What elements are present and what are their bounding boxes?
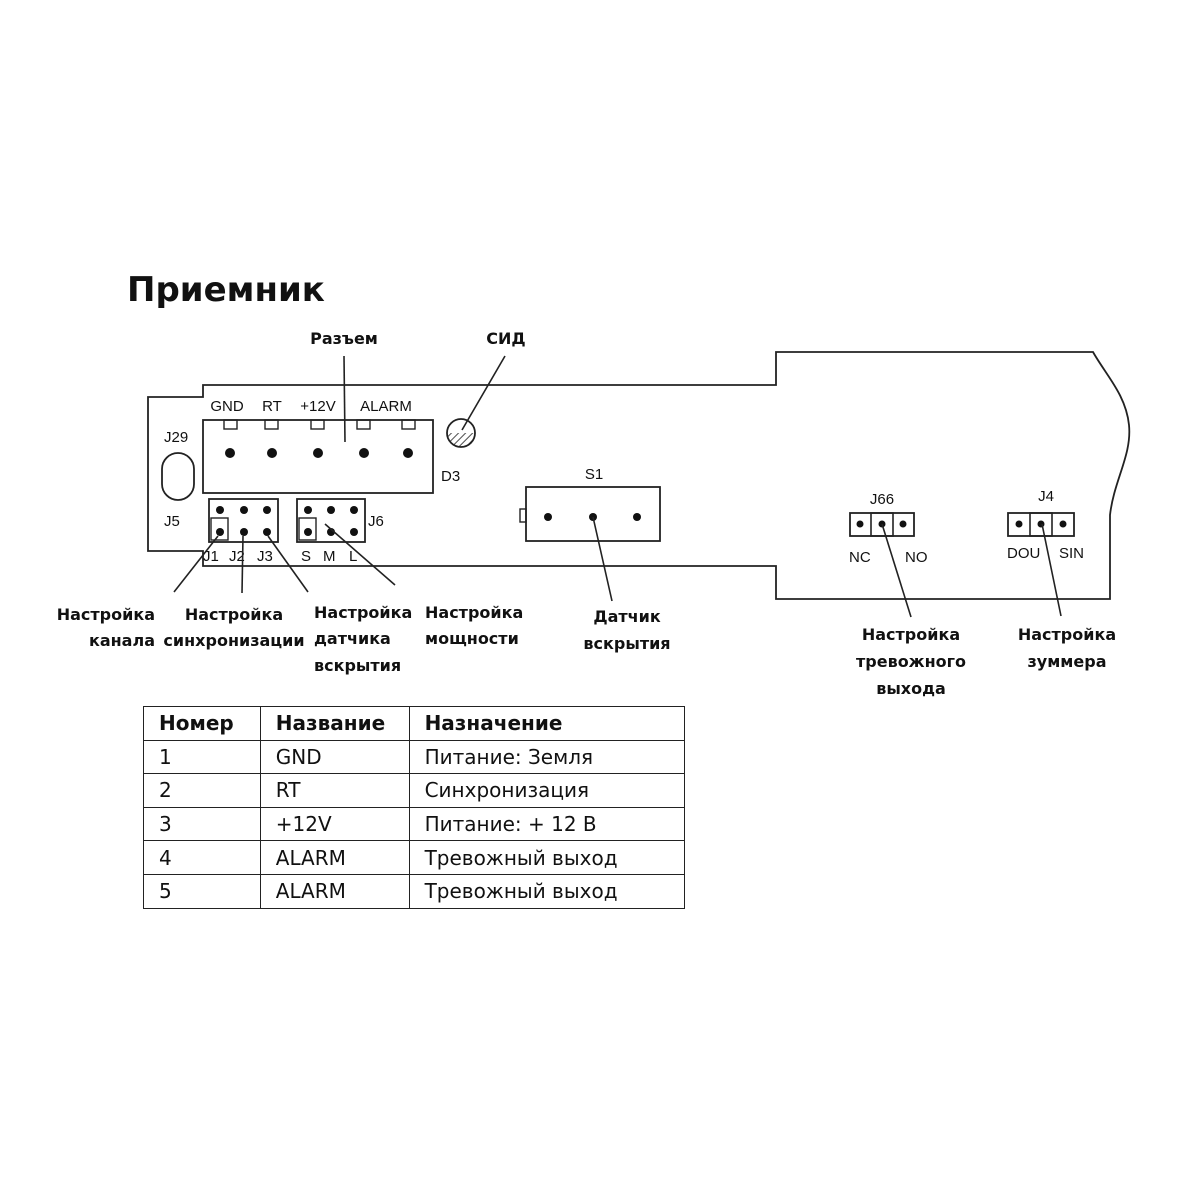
cell-name: ALARM <box>259 873 410 909</box>
main-connector <box>202 419 434 494</box>
label-m: M <box>323 548 336 565</box>
label-sin: SIN <box>1059 545 1084 562</box>
cell-purpose: Тревожный выход <box>408 873 686 909</box>
header-name: Название <box>259 706 410 741</box>
label-j6: J6 <box>368 513 384 530</box>
label-j29: J29 <box>164 429 188 446</box>
cell-purpose: Синхронизация <box>408 773 686 808</box>
cell-purpose: Питание: + 12 В <box>408 806 686 842</box>
cell-name: GND <box>259 739 410 775</box>
diagram-title: Приемник <box>127 270 325 310</box>
callout-buzzer-line1: Настройка <box>1018 625 1116 644</box>
label-j2: J2 <box>229 548 245 565</box>
channel-sync-header <box>208 498 279 543</box>
board-outline <box>147 351 1131 600</box>
table-row: 2 RT Синхронизация <box>143 773 686 808</box>
cell-name: RT <box>259 773 410 808</box>
label-j3: J3 <box>257 548 273 565</box>
callout-tamper-setting-line3: вскрытия <box>314 656 401 675</box>
table-row: 3 +12V Питание: + 12 В <box>143 806 686 842</box>
cell-purpose: Тревожный выход <box>408 840 686 875</box>
buzzer-jumper-j4 <box>1007 512 1075 537</box>
label-s1: S1 <box>585 466 603 483</box>
callout-alarm-out-line3: выхода <box>876 679 946 698</box>
pin-label-alarm: ALARM <box>360 398 412 415</box>
callout-led: СИД <box>486 329 525 348</box>
header-number: Номер <box>143 706 261 741</box>
alarm-out-jumper-j66 <box>849 512 915 537</box>
table-row: 5 ALARM Тревожный выход <box>143 873 686 909</box>
pin-label-12v: +12V <box>300 398 335 415</box>
callout-channel-line2: канала <box>89 631 155 650</box>
table-header-row: Номер Название Назначение <box>143 706 686 741</box>
j29-mount-hole <box>161 452 195 501</box>
label-j66: J66 <box>870 491 894 508</box>
callout-sync-line1: Настройка <box>185 605 283 624</box>
label-nc: NC <box>849 549 871 566</box>
callout-channel-line1: Настройка <box>57 605 155 624</box>
callout-connector: Разъем <box>310 329 378 348</box>
pin-label-rt: RT <box>262 398 282 415</box>
callout-power-line1: Настройка <box>425 603 523 622</box>
pinout-table: Номер Название Назначение 1 GND Питание:… <box>143 706 686 909</box>
cell-number: 2 <box>143 773 261 808</box>
led-icon <box>446 418 476 448</box>
label-j4: J4 <box>1038 488 1054 505</box>
callout-tamper-sensor-line2: вскрытия <box>583 634 670 653</box>
callout-alarm-out-line2: тревожного <box>856 652 966 671</box>
tamper-switch-s1 <box>519 486 661 542</box>
leader-lines <box>173 355 1062 618</box>
callout-tamper-sensor-line1: Датчик <box>593 607 661 626</box>
cell-purpose: Питание: Земля <box>408 739 686 775</box>
header-purpose: Назначение <box>408 706 686 741</box>
pin-label-gnd: GND <box>210 398 244 415</box>
callout-tamper-setting-line1: Настройка <box>314 603 412 622</box>
callout-tamper-setting-line2: датчика <box>314 629 391 648</box>
cell-number: 3 <box>143 806 261 842</box>
cell-number: 5 <box>143 873 261 909</box>
label-no: NO <box>905 549 928 566</box>
callout-sync-line2: синхронизации <box>163 631 304 650</box>
cell-name: ALARM <box>259 840 410 875</box>
table-row: 4 ALARM Тревожный выход <box>143 840 686 875</box>
callout-power-line2: мощности <box>425 629 519 648</box>
label-l: L <box>349 548 357 565</box>
table-row: 1 GND Питание: Земля <box>143 739 686 775</box>
label-dou: DOU <box>1007 545 1040 562</box>
tamper-power-header <box>296 498 366 543</box>
cell-name: +12V <box>259 806 410 842</box>
label-s: S <box>301 548 311 565</box>
label-j5: J5 <box>164 513 180 530</box>
callout-alarm-out-line1: Настройка <box>862 625 960 644</box>
cell-number: 1 <box>143 739 261 775</box>
cell-number: 4 <box>143 840 261 875</box>
callout-buzzer-line2: зуммера <box>1028 652 1107 671</box>
label-d3: D3 <box>441 468 460 485</box>
label-j1: J1 <box>203 548 219 565</box>
